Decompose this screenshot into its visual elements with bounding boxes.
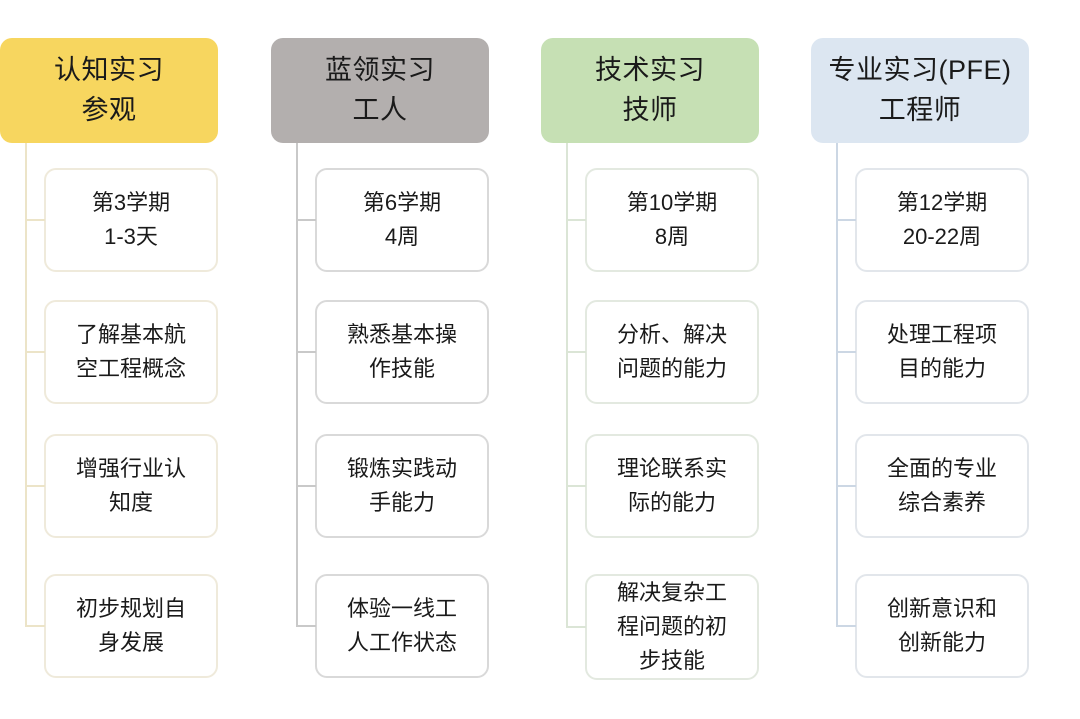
child-node[interactable]: 第3学期 1-3天: [44, 168, 218, 272]
column-header-technical-internship[interactable]: 技术实习技师: [541, 38, 759, 143]
connector-stub: [296, 351, 316, 353]
diagram-column-professional-internship-pfe: 专业实习(PFE) 工程师第12学期 20-22周处理工程项目的能力全面的专业综合素…: [811, 0, 1029, 719]
child-node[interactable]: 熟悉基本操作技能: [315, 300, 489, 404]
child-node-line: 际的能力: [627, 490, 716, 515]
connector-stub: [25, 485, 45, 487]
diagram-column-technical-internship: 技术实习技师第10学期 8周分析、解决问题的能力理论联系实际的能力解决复杂工程问题…: [541, 0, 759, 719]
child-node-line: 增强行业认: [75, 455, 186, 481]
connector-stub: [566, 626, 586, 628]
connector-stub: [566, 219, 586, 221]
connector-stub: [836, 625, 856, 627]
child-node-line: 综合素养: [897, 490, 986, 515]
child-node[interactable]: 第6学期 4周: [315, 168, 489, 272]
connector-trunk: [25, 143, 27, 626]
child-node-line: 8周: [654, 224, 690, 249]
column-header-line: 专业实习(PFE): [828, 55, 1012, 86]
child-node-line: 第6学期: [362, 189, 442, 215]
child-node-line: 知度: [108, 490, 153, 515]
column-header-line: 技术实习: [595, 55, 705, 86]
column-header-line: 工人: [352, 94, 408, 125]
child-node-line: 人工作状态: [346, 630, 457, 655]
connector-trunk: [296, 143, 298, 626]
child-node[interactable]: 创新意识和创新能力: [855, 574, 1029, 678]
connector-stub: [296, 485, 316, 487]
child-node-line: 创新能力: [897, 630, 986, 655]
child-node[interactable]: 理论联系实际的能力: [585, 434, 759, 538]
child-node-line: 锻炼实践动: [346, 455, 457, 481]
child-node-line: 第12学期: [896, 189, 988, 215]
child-node[interactable]: 第12学期 20-22周: [855, 168, 1029, 272]
child-node-line: 身发展: [97, 630, 164, 655]
connector-stub: [296, 219, 316, 221]
column-header-line: 认知实习: [54, 55, 164, 86]
child-node-line: 了解基本航: [75, 321, 186, 347]
column-header-blue-collar-internship[interactable]: 蓝领实习工人: [271, 38, 489, 143]
child-node[interactable]: 体验一线工人工作状态: [315, 574, 489, 678]
connector-stub: [566, 485, 586, 487]
child-node-line: 熟悉基本操: [346, 321, 457, 347]
child-node[interactable]: 处理工程项目的能力: [855, 300, 1029, 404]
connector-stub: [25, 351, 45, 353]
connector-stub: [566, 351, 586, 353]
child-node-line: 解决复杂工: [616, 579, 727, 605]
child-node-line: 处理工程项: [886, 321, 997, 347]
connector-stub: [836, 219, 856, 221]
diagram-column-cognitive-internship: 认知实习参观第3学期 1-3天了解基本航空工程概念增强行业认知度初步规划自身发展: [0, 0, 218, 719]
child-node[interactable]: 初步规划自身发展: [44, 574, 218, 678]
child-node[interactable]: 全面的专业综合素养: [855, 434, 1029, 538]
child-node-line: 第3学期: [91, 189, 171, 215]
column-header-line: 工程师: [878, 94, 962, 125]
connector-stub: [25, 219, 45, 221]
child-node-line: 程问题的初: [616, 613, 727, 639]
child-node[interactable]: 解决复杂工程问题的初步技能: [585, 574, 759, 680]
child-node-line: 步技能: [638, 648, 705, 674]
connector-stub: [296, 625, 316, 627]
diagram-column-blue-collar-internship: 蓝领实习工人第6学期 4周熟悉基本操作技能锻炼实践动手能力体验一线工人工作状态: [271, 0, 489, 719]
child-node-line: 全面的专业: [886, 455, 997, 481]
child-node-line: 作技能: [368, 356, 435, 381]
column-header-line: 蓝领实习: [325, 55, 435, 86]
child-node-line: 问题的能力: [616, 356, 727, 381]
child-node-line: 目的能力: [897, 356, 986, 381]
child-node-line: 第10学期: [626, 189, 718, 215]
column-header-line: 参观: [81, 94, 137, 125]
child-node[interactable]: 锻炼实践动手能力: [315, 434, 489, 538]
child-node-line: 1-3天: [104, 224, 158, 249]
child-node-line: 初步规划自: [75, 595, 186, 621]
column-header-professional-internship-pfe[interactable]: 专业实习(PFE) 工程师: [811, 38, 1029, 143]
child-node[interactable]: 分析、解决问题的能力: [585, 300, 759, 404]
child-node-line: 4周: [384, 224, 420, 249]
child-node-line: 体验一线工: [346, 595, 457, 621]
child-node-line: 分析、解决: [616, 321, 727, 347]
child-node-line: 理论联系实: [616, 455, 727, 481]
child-node[interactable]: 了解基本航空工程概念: [44, 300, 218, 404]
connector-trunk: [836, 143, 838, 626]
column-header-cognitive-internship[interactable]: 认知实习参观: [0, 38, 218, 143]
column-header-line: 技师: [622, 94, 678, 125]
child-node[interactable]: 第10学期 8周: [585, 168, 759, 272]
child-node-line: 创新意识和: [886, 595, 997, 621]
connector-stub: [836, 485, 856, 487]
child-node[interactable]: 增强行业认知度: [44, 434, 218, 538]
child-node-line: 手能力: [368, 490, 435, 515]
child-node-line: 20-22周: [902, 224, 982, 249]
connector-stub: [25, 625, 45, 627]
connector-trunk: [566, 143, 568, 627]
child-node-line: 空工程概念: [75, 356, 186, 381]
connector-stub: [836, 351, 856, 353]
